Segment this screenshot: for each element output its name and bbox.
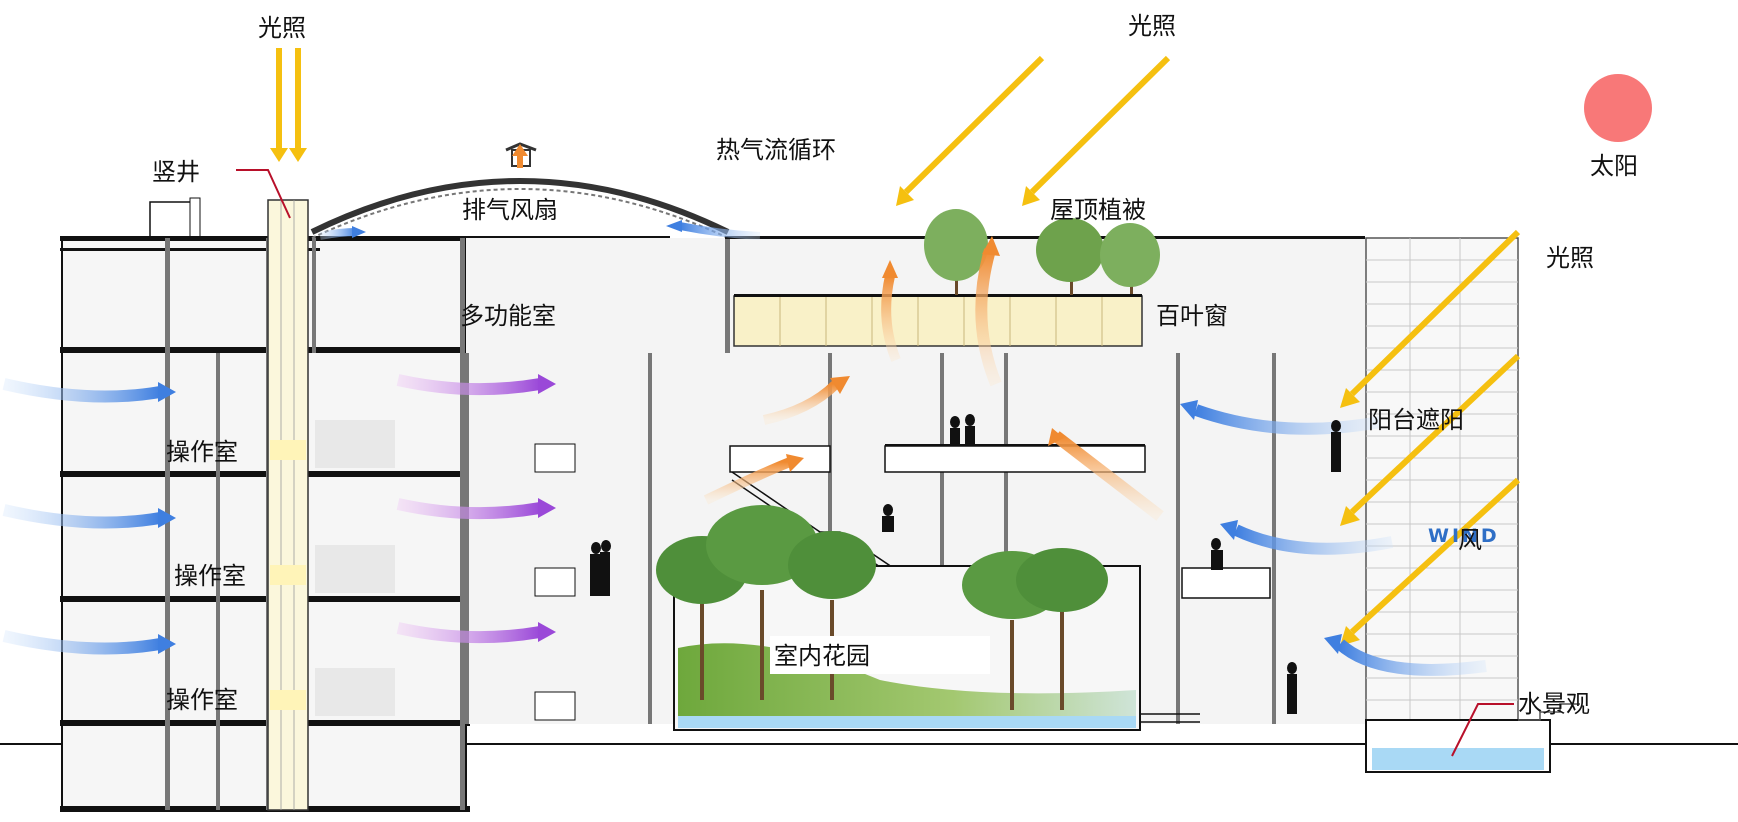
water-leader-line — [1451, 703, 1514, 757]
arched-roof — [310, 178, 730, 235]
wind-arrows-interior — [396, 374, 556, 644]
label-exhaust-fan: 排气风扇 — [462, 196, 558, 224]
label-wind-en: WIND — [1428, 525, 1500, 547]
wind-arrows-left — [2, 226, 366, 655]
label-sunlight-top-left: 光照 — [258, 14, 306, 42]
hot-air-arrows — [512, 144, 1164, 521]
label-wind-cn: 风 — [1458, 526, 1482, 554]
wind-arrows-right — [666, 220, 1487, 676]
louver-panel — [733, 295, 1143, 347]
right-tower — [1365, 237, 1580, 773]
label-louver: 百叶窗 — [1156, 302, 1228, 330]
label-multi-function-room: 多功能室 — [460, 302, 556, 330]
garden-trees — [656, 505, 1108, 710]
sunlight-arrows — [270, 48, 1521, 646]
shaft-leader-line — [236, 169, 291, 219]
label-hot-air-cycle: 热气流循环 — [716, 136, 836, 164]
label-sunlight-top-right: 光照 — [1128, 12, 1176, 40]
label-sunlight-right: 光照 — [1546, 244, 1594, 272]
ventilation-shaft — [267, 199, 309, 811]
label-operation-room-1: 操作室 — [166, 438, 238, 466]
garden-water — [678, 716, 1136, 728]
sun-icon — [1584, 74, 1652, 142]
label-operation-room-3: 操作室 — [166, 686, 238, 714]
label-roof-greenery: 屋顶植被 — [1050, 196, 1146, 224]
label-water-view: 水景观 — [1518, 690, 1590, 718]
label-indoor-garden: 室内花园 — [774, 642, 870, 670]
label-sun: 太阳 — [1590, 152, 1638, 180]
roof-trees — [924, 209, 1160, 295]
label-balcony-shading: 阳台遮阳 — [1368, 406, 1464, 434]
people-silhouettes — [590, 414, 1341, 714]
label-shaft: 竖井 — [152, 158, 200, 186]
label-operation-room-2: 操作室 — [174, 562, 246, 590]
